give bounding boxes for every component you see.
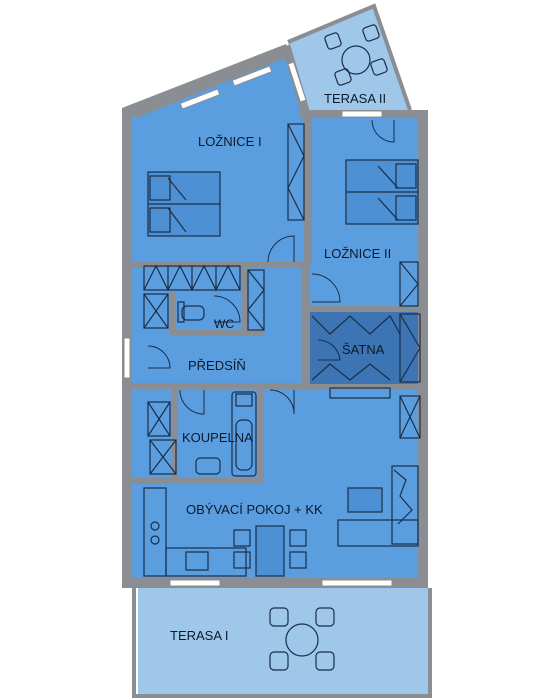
room-label-predsin: PŘEDSÍŇ [188,358,246,373]
satna-shelves [311,313,421,383]
wall-wc-box [242,266,248,336]
dining-table [233,525,307,577]
window-bottom-left [169,579,221,587]
doors [147,119,395,415]
wall-bed1-bottom [132,262,252,268]
bed-2 [345,159,419,225]
terasa-2-furniture [324,24,388,86]
wall-wc-left [170,292,176,336]
room-label-satna: ŠATNA [342,342,385,357]
wardrobe-bed-1 [287,123,305,221]
wall-bottom [122,578,428,588]
wall-bed-divider [304,116,312,266]
wall-bath-bottom [132,478,264,484]
window-bottom-right [321,579,393,587]
room-label-obyvaci: OBÝVACÍ POKOJ + KK [186,502,323,517]
kitchen-counter [143,487,247,577]
living-furniture [329,387,421,547]
bathroom-fixtures [147,391,257,477]
room-label-loznice-2: LOŽNICE II [324,246,391,261]
wall-bath-left [172,386,178,482]
window-bed1-top [179,88,221,110]
room-label-terasa-2: TERASA II [324,91,386,106]
closet-predsin [143,269,265,331]
wall-bath-right [258,386,264,482]
wall-predsin-bottom [132,383,302,389]
wall-wc-bottom [172,330,264,336]
terasa-1-area [138,586,428,694]
room-label-wc: WC [214,317,234,331]
window-left-predsin [123,337,131,379]
wall-right [418,112,428,588]
wall-satna-top [302,306,426,312]
window-bed1-top2 [231,65,273,87]
terasa-1-railing [132,588,432,698]
wall-satna-bottom [302,384,426,390]
wall-upper-left [122,44,290,118]
bed-1 [147,171,221,237]
terasa-2-railing [287,3,412,111]
wardrobe-bed-2 [399,261,419,307]
wardrobe-row-bed-1 [143,264,241,292]
room-label-loznice-1: LOŽNICE I [198,134,262,149]
window-bed2-top [341,110,383,118]
wall-corridor-right [302,262,310,386]
toilet [177,301,205,323]
terasa-1-furniture [269,607,335,671]
wall-corridor-top [246,262,304,268]
satna-area [310,312,422,386]
room-label-koupelna: KOUPELNA [182,430,253,445]
window-diag [287,61,307,103]
room-label-terasa-1: TERASA I [170,628,229,643]
